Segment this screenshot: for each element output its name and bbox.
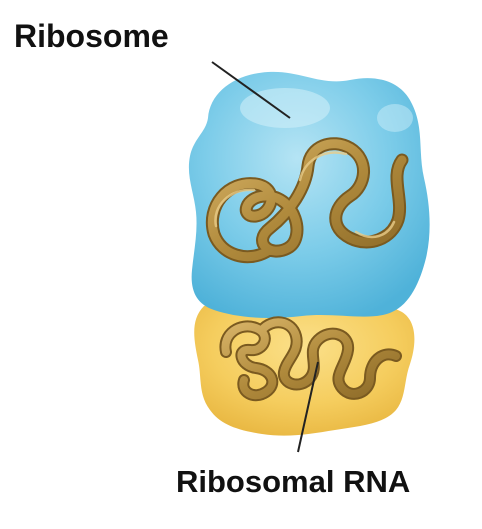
small-subunit xyxy=(194,298,415,436)
rrna-leader-line xyxy=(297,361,319,453)
rrna-ribbon-large xyxy=(205,137,409,264)
rrna-ribbon-small xyxy=(219,316,402,402)
large-subunit-highlight xyxy=(240,88,330,128)
large-subunit-highlight xyxy=(377,104,413,132)
ribosomal-rna-label: Ribosomal RNA xyxy=(176,464,411,499)
ribosome-label: Ribosome xyxy=(14,18,169,54)
ribosome-leader-line xyxy=(211,61,291,119)
